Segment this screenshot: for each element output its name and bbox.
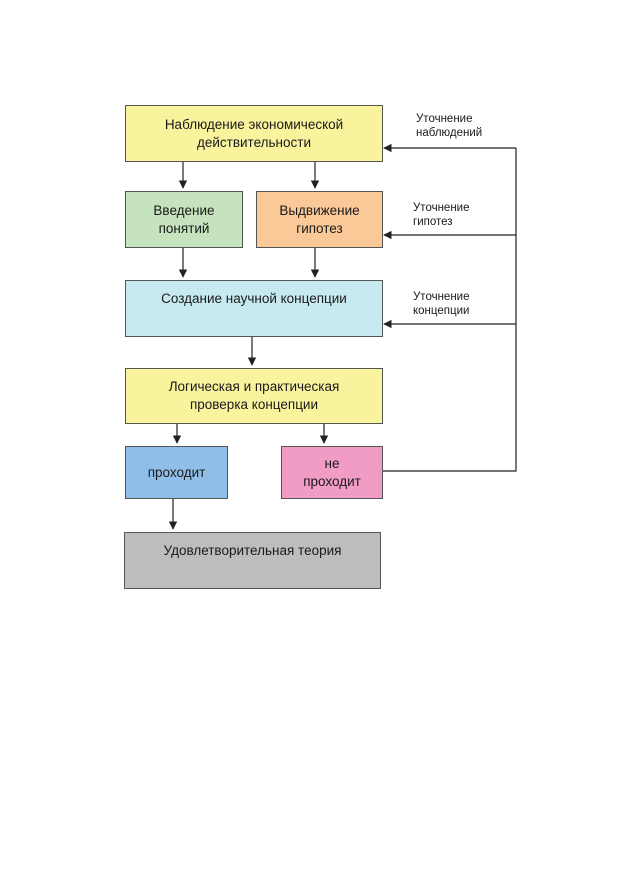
box-hypotheses: Выдвижение гипотез bbox=[256, 191, 383, 248]
box-conception-label: Создание научной концепции bbox=[161, 291, 347, 306]
box-fails: не проходит bbox=[281, 446, 383, 499]
feedback-line bbox=[382, 148, 517, 472]
box-verification: Логическая и практическая проверка конце… bbox=[125, 368, 383, 424]
box-passes: проходит bbox=[125, 446, 228, 499]
note-refine-observations: Уточнение наблюдений bbox=[416, 113, 483, 139]
box-fails-label: не проходит bbox=[303, 455, 361, 489]
box-theory: Удовлетворительная теория bbox=[124, 532, 381, 589]
box-passes-label: проходит bbox=[147, 464, 206, 480]
box-observation-label: Наблюдение экономической действительност… bbox=[164, 116, 344, 150]
box-concepts: Введение понятий bbox=[125, 191, 243, 248]
box-concepts-label: Введение понятий bbox=[153, 202, 215, 236]
box-hypotheses-label: Выдвижение гипотез bbox=[279, 202, 360, 236]
box-conception: Создание научной концепции bbox=[125, 280, 383, 337]
note-refine-conception: Уточнение концепции bbox=[413, 291, 470, 317]
box-observation: Наблюдение экономической действительност… bbox=[125, 105, 383, 162]
note-refine-hypotheses: Уточнение гипотез bbox=[413, 202, 470, 228]
box-verification-label: Логическая и практическая проверка конце… bbox=[168, 379, 340, 412]
box-theory-label: Удовлетворительная теория bbox=[163, 543, 342, 558]
